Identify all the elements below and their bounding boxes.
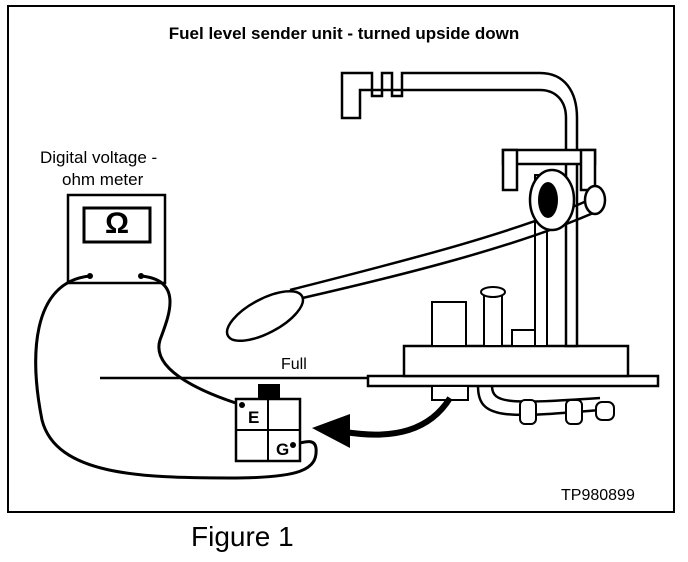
pivot-housing [528,168,607,232]
ohm-symbol: Ω [104,207,130,240]
ohm-meter [66,193,167,285]
meter-label-line2: ohm meter [62,170,144,189]
lead-wire-e [140,274,243,407]
diagram-title: Fuel level sender unit - turned upside d… [168,24,520,43]
flange-components [431,286,541,347]
sender-connector [234,384,302,463]
full-level-label: Full [281,356,307,373]
sender-flange [366,344,660,401]
terminal-g-label: G [276,440,290,459]
diagram-frame [7,5,675,513]
reference-code: TP980899 [561,487,635,504]
meter-label-line1: Digital voltage - [40,148,158,167]
outlet-pipes [476,385,615,425]
figure-caption: Figure 1 [191,521,294,552]
terminal-e-label: E [248,408,260,427]
connector-arrow [312,396,453,448]
lead-wire-g [34,274,318,480]
